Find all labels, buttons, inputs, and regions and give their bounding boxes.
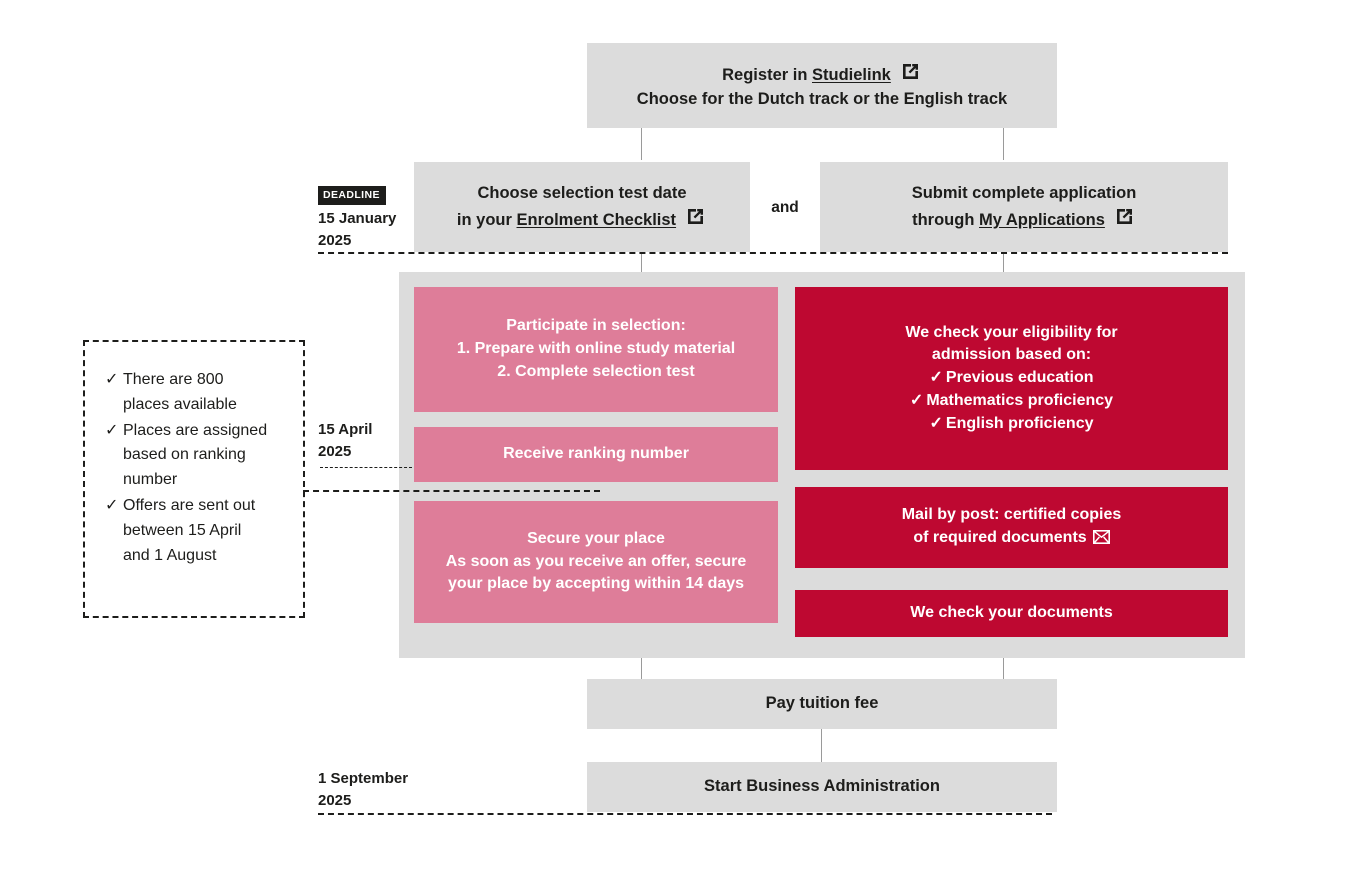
note-item-line: based on ranking bbox=[123, 446, 246, 464]
start-programme-line-1: Start Business Administration bbox=[704, 777, 940, 796]
eligibility-bullet-1-label: Previous education bbox=[945, 369, 1094, 387]
connector-check-docs-to-tuition bbox=[1003, 637, 1004, 679]
participate-line-1: Participate in selection: bbox=[506, 317, 686, 335]
date-april-label: 15 April 2025 bbox=[318, 419, 372, 463]
date-april-day: 15 April bbox=[318, 421, 373, 438]
note-item-line: There are 800 bbox=[123, 371, 224, 388]
note-item: ✓ There are 800 places available bbox=[105, 368, 287, 418]
check-icon: ✓ bbox=[929, 414, 943, 432]
note-to-ranking-dashed-rule bbox=[303, 490, 600, 492]
mail-documents-line-2-label: of required documents bbox=[913, 528, 1087, 546]
step-eligibility-box[interactable]: We check your eligibility for admission … bbox=[795, 287, 1228, 470]
eligibility-bullet-1: ✓Previous education bbox=[930, 367, 1094, 390]
external-link-icon[interactable] bbox=[1114, 205, 1136, 227]
eligibility-line-1: We check your eligibility for bbox=[905, 323, 1118, 341]
my-applications-link[interactable]: My Applications bbox=[979, 211, 1105, 229]
step-register-box[interactable]: Register in Studielink Choose for the Du… bbox=[587, 43, 1057, 128]
deadline-badge: DEADLINE bbox=[318, 186, 386, 206]
date-april-dashed-rule bbox=[320, 467, 412, 468]
date-april-year: 2025 bbox=[318, 442, 352, 460]
selection-test-line-2-prefix: in your bbox=[456, 211, 517, 229]
participate-line-2: 1. Prepare with online study material bbox=[456, 340, 736, 358]
mail-documents-line-2: of required documents bbox=[913, 527, 1110, 552]
check-icon: ✓ bbox=[909, 391, 924, 409]
date-september-dashed-rule bbox=[318, 813, 1052, 815]
note-item-line: places available bbox=[123, 395, 237, 413]
submit-application-line-2: through My Applications bbox=[912, 205, 1136, 232]
note-item: ✓ Places are assigned based on ranking n… bbox=[105, 419, 287, 493]
step-ranking-number-box[interactable]: Receive ranking number bbox=[414, 427, 778, 482]
step-start-programme-box[interactable]: Start Business Administration bbox=[587, 762, 1057, 812]
deadline-january-day: 15 January bbox=[318, 210, 397, 228]
participate-line-3: 2. Complete selection test bbox=[497, 362, 695, 380]
studielink-link[interactable]: Studielink bbox=[812, 66, 891, 85]
eligibility-bullet-2: ✓Mathematics proficiency bbox=[910, 390, 1113, 413]
register-line-1: Register in Studielink bbox=[722, 60, 922, 87]
enrolment-checklist-link[interactable]: Enrolment Checklist bbox=[516, 211, 677, 229]
selection-test-line-2: in your Enrolment Checklist bbox=[457, 205, 707, 232]
deadline-january-year: 2025 bbox=[318, 231, 352, 249]
deadline-january-dashed-rule bbox=[318, 252, 1228, 254]
deadline-january-label: DEADLINE 15 January 2025 bbox=[318, 183, 396, 252]
register-line-1-prefix: Register in bbox=[722, 66, 812, 85]
ranking-line-1: Receive ranking number bbox=[503, 445, 689, 463]
note-item-line: and 1 August bbox=[123, 546, 217, 564]
secure-place-line-3: your place by accepting within 14 days bbox=[447, 575, 745, 593]
pay-tuition-line-1: Pay tuition fee bbox=[765, 694, 879, 713]
submit-application-line-2-prefix: through bbox=[912, 211, 979, 229]
eligibility-bullet-2-label: Mathematics proficiency bbox=[926, 391, 1114, 409]
eligibility-bullet-3-label: English proficiency bbox=[945, 414, 1094, 432]
step-submit-application-box[interactable]: Submit complete application through My A… bbox=[820, 162, 1228, 252]
connector-selection-to-panel bbox=[641, 253, 642, 289]
step-participate-box[interactable]: Participate in selection: 1. Prepare wit… bbox=[414, 287, 778, 412]
date-september-day: 1 September bbox=[318, 770, 409, 787]
note-item-line: Offers are sent out bbox=[123, 496, 256, 514]
and-connector-label: and bbox=[771, 199, 799, 216]
connector-register-to-submit bbox=[1003, 128, 1004, 160]
external-link-icon[interactable] bbox=[685, 205, 707, 227]
external-link-icon[interactable] bbox=[900, 60, 922, 82]
step-secure-place-box[interactable]: Secure your place As soon as you receive… bbox=[414, 501, 778, 623]
step-selection-test-box[interactable]: Choose selection test date in your Enrol… bbox=[414, 162, 750, 252]
mail-documents-line-1: Mail by post: certified copies bbox=[901, 505, 1122, 523]
step-check-documents-box[interactable]: We check your documents bbox=[795, 590, 1228, 637]
note-item: ✓ Offers are sent out between 15 April a… bbox=[105, 494, 287, 568]
eligibility-bullet-3: ✓English proficiency bbox=[930, 413, 1094, 436]
note-item-line: between 15 April bbox=[123, 521, 242, 539]
check-icon: ✓ bbox=[929, 369, 943, 387]
selection-test-line-1: Choose selection test date bbox=[477, 183, 687, 202]
note-item-line: Places are assigned bbox=[123, 421, 268, 439]
check-documents-line-1: We check your documents bbox=[910, 604, 1113, 622]
date-september-year: 2025 bbox=[318, 791, 352, 809]
envelope-icon bbox=[1092, 529, 1110, 552]
eligibility-line-2: admission based on: bbox=[931, 346, 1092, 364]
check-icon: ✓ bbox=[105, 371, 119, 388]
secure-place-line-2: As soon as you receive an offer, secure bbox=[445, 552, 747, 570]
step-mail-documents-box[interactable]: Mail by post: certified copies of requir… bbox=[795, 487, 1228, 568]
note-item-line: number bbox=[123, 471, 178, 489]
date-september-label: 1 September 2025 bbox=[318, 768, 408, 812]
connector-tuition-to-start bbox=[821, 729, 822, 762]
check-icon: ✓ bbox=[105, 421, 119, 439]
submit-application-line-1: Submit complete application bbox=[911, 183, 1137, 202]
register-line-2: Choose for the Dutch track or the Englis… bbox=[636, 89, 1008, 108]
step-pay-tuition-box[interactable]: Pay tuition fee bbox=[587, 679, 1057, 729]
places-info-note: ✓ There are 800 places available ✓ Place… bbox=[83, 340, 305, 618]
secure-place-line-1: Secure your place bbox=[527, 529, 665, 547]
connector-register-to-selection bbox=[641, 128, 642, 160]
check-icon: ✓ bbox=[105, 496, 119, 514]
connector-submit-to-panel bbox=[1003, 253, 1004, 289]
